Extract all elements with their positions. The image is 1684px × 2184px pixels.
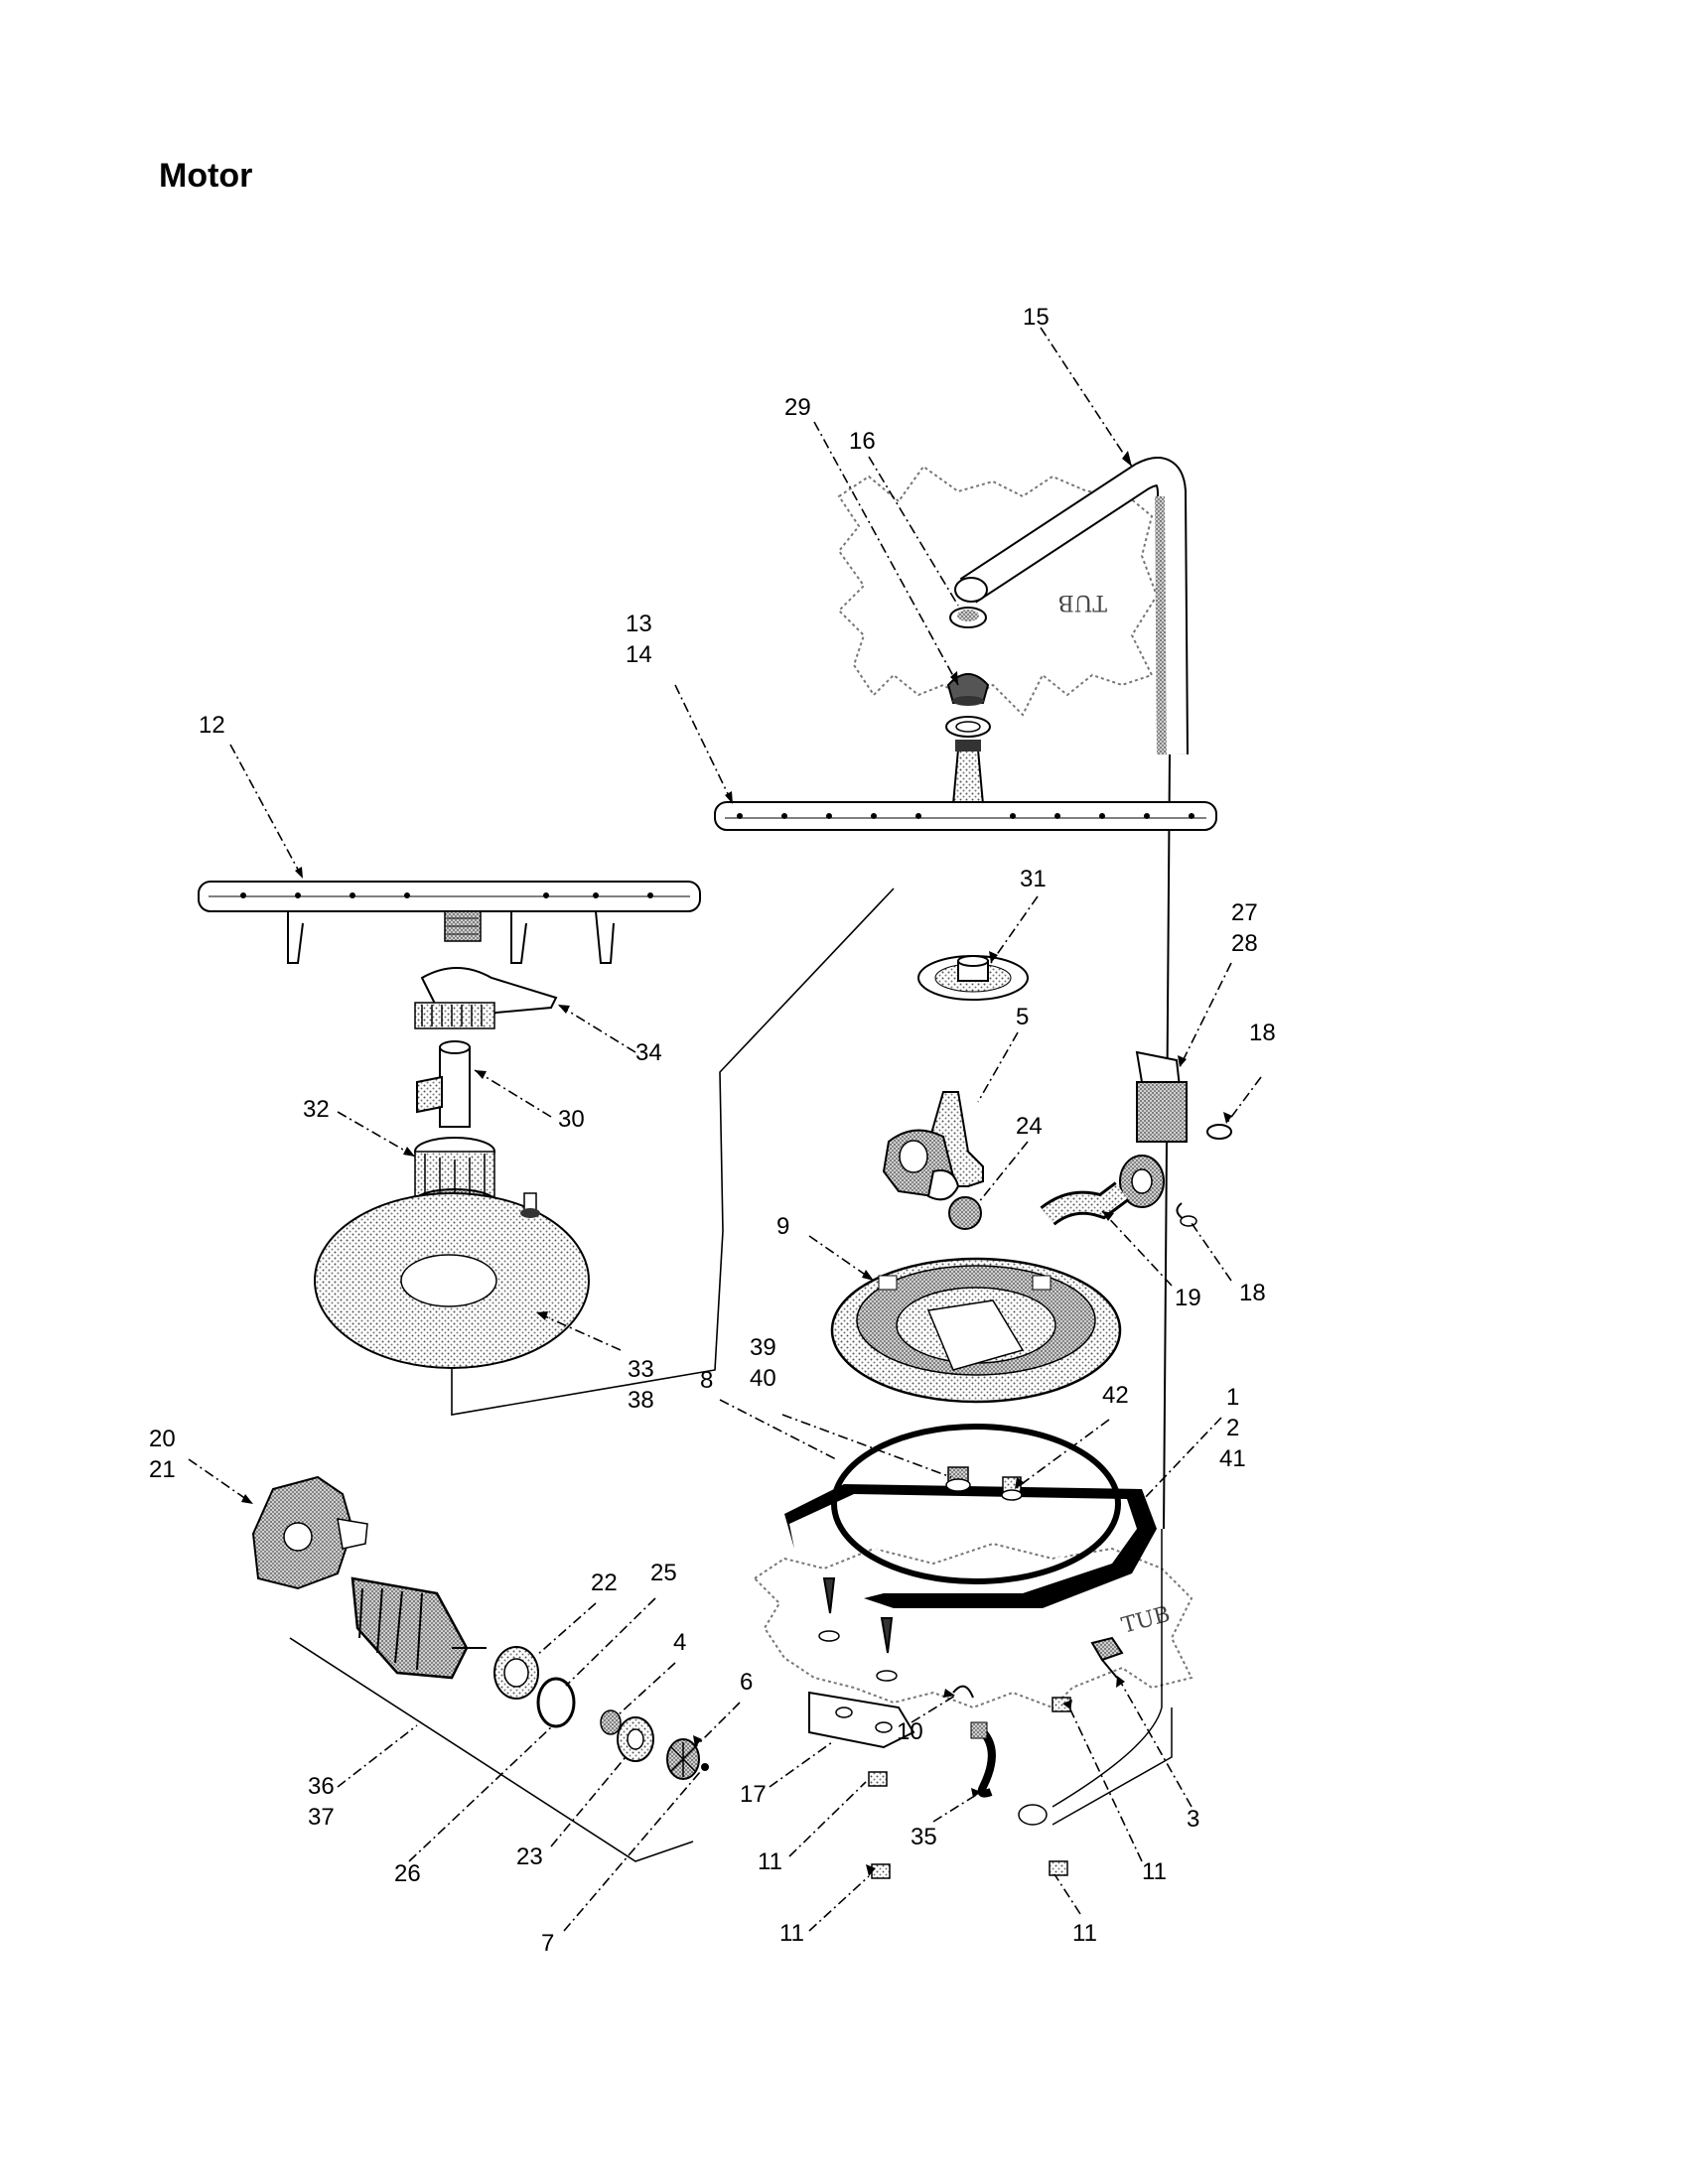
callout-10: 10 xyxy=(897,1718,923,1745)
callout-12: 12 xyxy=(199,712,225,739)
group-bracket-36 xyxy=(289,1637,694,1862)
upper-spray-arm xyxy=(714,740,1217,831)
callout-17: 17 xyxy=(740,1781,767,1808)
nut-34-part xyxy=(414,967,558,1029)
bushing-part xyxy=(949,607,987,628)
tub-label-bottom: TUB xyxy=(1119,1602,1173,1639)
callout-41: 41 xyxy=(1219,1445,1246,1472)
callout-5: 5 xyxy=(1016,1004,1029,1030)
motor-bracket-20-part xyxy=(251,1475,368,1590)
sump-9-part xyxy=(830,1257,1122,1404)
filter-screen-33-part xyxy=(314,1192,590,1369)
callout-7: 7 xyxy=(541,1930,554,1957)
heater-1-part xyxy=(784,1484,1157,1608)
callout-30: 30 xyxy=(558,1106,585,1133)
callout-9: 9 xyxy=(776,1213,789,1240)
callout-31: 31 xyxy=(1020,866,1047,892)
callout-6: 6 xyxy=(740,1669,753,1696)
sensor-39-part xyxy=(945,1466,971,1492)
callout-11-a: 11 xyxy=(758,1848,782,1875)
callout-11-b: 11 xyxy=(1142,1858,1167,1885)
callout-labels: 15 29 16 13 14 12 31 27 28 18 34 5 32 30… xyxy=(149,304,1276,1957)
callout-23: 23 xyxy=(516,1843,543,1870)
clamp-18-bottom-part xyxy=(1176,1202,1197,1227)
ring-31-part xyxy=(917,955,1029,1001)
hose-19-part xyxy=(1040,1181,1130,1226)
tub-top-fragment: TUB xyxy=(837,465,1159,717)
callout-25: 25 xyxy=(650,1560,677,1586)
callout-24: 24 xyxy=(1016,1113,1043,1140)
callout-11-d: 11 xyxy=(1072,1920,1097,1947)
leader-lines xyxy=(188,327,1262,1932)
tub-label-top: TUB xyxy=(1058,590,1107,614)
callout-8: 8 xyxy=(700,1367,713,1394)
ball-24-part xyxy=(948,1196,982,1230)
gasket-8-part xyxy=(831,1424,1121,1584)
callout-40: 40 xyxy=(750,1365,776,1392)
callout-34: 34 xyxy=(635,1039,662,1066)
callout-39: 39 xyxy=(750,1334,776,1361)
callout-21: 21 xyxy=(149,1456,176,1483)
callout-4: 4 xyxy=(673,1629,686,1656)
callout-14: 14 xyxy=(626,641,652,668)
callout-18-top: 18 xyxy=(1249,1020,1276,1046)
callout-20: 20 xyxy=(149,1426,176,1452)
callout-33: 33 xyxy=(628,1356,654,1383)
inlet-valve-27-part xyxy=(1119,1050,1188,1208)
tub-frame-lines xyxy=(1018,1529,1173,1826)
tube-30-part xyxy=(416,1040,471,1128)
callout-18-bottom: 18 xyxy=(1239,1280,1266,1306)
callout-2: 2 xyxy=(1226,1415,1239,1441)
clamp-18-top-part xyxy=(1206,1124,1232,1140)
leader-arrowheads xyxy=(241,451,1232,1876)
callout-29: 29 xyxy=(784,394,811,421)
callout-28: 28 xyxy=(1231,930,1258,957)
callout-15: 15 xyxy=(1023,304,1050,331)
nut-part xyxy=(945,673,991,738)
callout-32: 32 xyxy=(303,1096,330,1123)
group-bracket-33 xyxy=(451,887,895,1416)
motor-part xyxy=(351,1576,487,1680)
callout-19: 19 xyxy=(1175,1285,1201,1311)
callout-27: 27 xyxy=(1231,899,1258,926)
callout-42: 42 xyxy=(1102,1382,1129,1409)
callout-37: 37 xyxy=(308,1804,335,1831)
page-title: Motor xyxy=(159,157,253,195)
callout-13: 13 xyxy=(626,611,652,637)
callout-26: 26 xyxy=(394,1860,421,1887)
lower-spray-arm xyxy=(198,881,701,964)
callout-1: 1 xyxy=(1226,1384,1239,1411)
callout-22: 22 xyxy=(591,1570,618,1596)
callout-3: 3 xyxy=(1187,1806,1199,1833)
callout-35: 35 xyxy=(911,1824,937,1850)
mounting-hardware xyxy=(808,1577,1124,1879)
pump-parts-group xyxy=(493,1646,709,1780)
supply-pipe xyxy=(954,457,1189,1530)
callout-38: 38 xyxy=(628,1387,654,1414)
callout-11-c: 11 xyxy=(779,1920,804,1947)
pump-housing-5-part xyxy=(882,1091,984,1201)
callout-36: 36 xyxy=(308,1773,335,1800)
callout-16: 16 xyxy=(849,428,876,455)
